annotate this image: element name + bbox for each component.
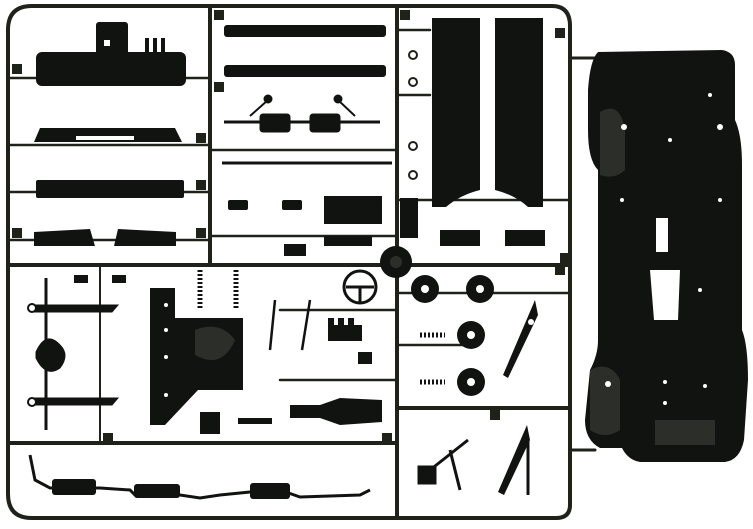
radiator-tank [36,22,186,86]
engine-springs [197,270,239,310]
wheel-2 [466,275,494,303]
wheel-1 [411,275,439,303]
dash-piece [400,198,545,246]
frame-rail-1 [224,25,386,37]
exhaust-system [28,454,371,500]
spare-tire [380,246,412,278]
wheel-4 [457,368,485,396]
frame-rail-2 [224,65,386,77]
chain-runner [408,50,418,180]
bumper-2 [36,180,184,198]
sprue-gate-tabs [12,10,570,443]
transmission [290,398,382,425]
a-arm-1 [503,300,538,378]
left-interior-panel [432,18,480,207]
tie-rods [268,299,312,351]
pedal-assembly [417,438,469,491]
sprue-frame [6,4,602,520]
wheel-3 [457,321,485,349]
engine-block [150,288,243,425]
seats-small [228,196,382,256]
shock-springs [420,332,445,385]
bumper-3 [34,229,176,246]
right-interior-panel [495,18,543,207]
carburetor-intake [328,318,372,364]
steering-wheel [342,269,378,305]
bumper-1 [34,128,182,142]
a-arm-2 [498,425,530,495]
front-suspension [222,94,392,165]
small-blocks [74,275,126,283]
small-brackets [200,412,272,434]
car-chassis-floorpan [585,50,748,462]
rear-axle [27,278,120,430]
